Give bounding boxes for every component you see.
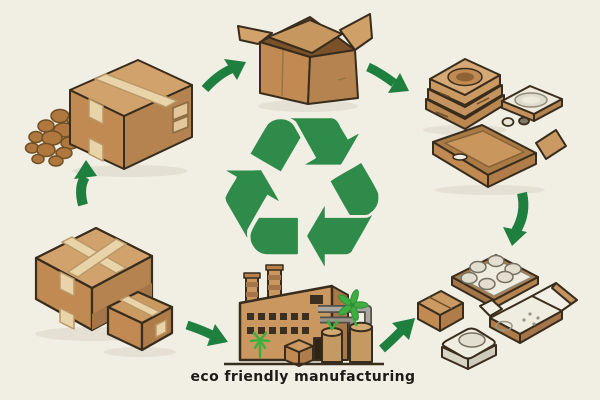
eco-factory-icon — [224, 264, 384, 367]
arrow-openbox-to-usedpackaging-icon — [366, 62, 409, 93]
open-flat-box-icon — [432, 124, 567, 188]
factory-windows — [247, 295, 323, 334]
arrow-boxes-to-rawmaterial-icon — [74, 160, 97, 207]
wall-plant-icon — [249, 331, 271, 359]
white-insert-tray-icon — [501, 85, 563, 122]
sealed-box-icon — [69, 59, 193, 170]
sealed-boxes-icon — [34, 226, 174, 352]
open-pulp-box-icon — [479, 282, 578, 344]
arrow-usedpackaging-to-products-icon — [503, 191, 529, 246]
arrow-factory-to-products-icon — [379, 318, 415, 353]
small-kraft-box-icon — [417, 290, 464, 332]
recycling-symbol-icon: ♻ — [208, 71, 396, 316]
pulp-egg-tray-icon — [451, 254, 539, 309]
factory-caption: eco friendly manufacturing — [191, 369, 416, 385]
arrow-boxes-to-factory-icon — [185, 320, 228, 346]
small-round-parts-icon — [501, 116, 530, 127]
tank-sprout-icon — [326, 319, 339, 331]
arrow-rawmaterial-to-openbox-icon — [201, 59, 246, 93]
pulp-clamshell-icon — [441, 327, 497, 370]
molded-pulp-stack-icon — [425, 58, 505, 130]
open-cardboard-box-icon — [237, 13, 373, 105]
pinwheel-plant-icon — [338, 289, 369, 327]
